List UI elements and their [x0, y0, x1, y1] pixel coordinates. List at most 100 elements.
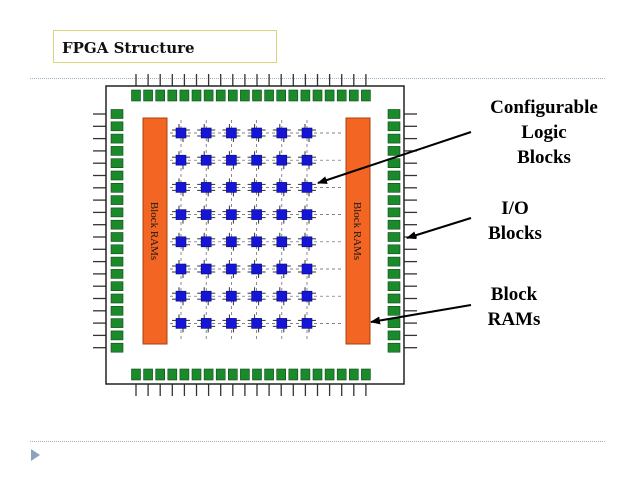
clb-block: [298, 124, 316, 142]
block-ram-right: [345, 117, 371, 345]
io-block-right: [387, 256, 401, 267]
io-block-left: [110, 158, 124, 168]
io-block-bottom: [167, 368, 178, 381]
clb-block: [247, 260, 266, 278]
clb-block: [298, 260, 316, 278]
clb-block: [172, 151, 190, 170]
block-ram-right-label: Block RAMs: [351, 202, 363, 260]
io-block-right: [387, 305, 401, 316]
clb-block: [272, 314, 291, 333]
block-ram-left-label: Block RAMs: [148, 202, 160, 260]
io-block-right: [387, 121, 401, 132]
io-block-top: [348, 89, 359, 102]
clb-block: [172, 287, 190, 306]
clb-block: [222, 260, 241, 278]
io-block-right: [387, 330, 401, 341]
io-block-bottom: [324, 368, 335, 381]
clb-block: [172, 260, 190, 278]
io-block-left: [110, 207, 124, 218]
io-block-bottom: [155, 368, 165, 381]
io-block-left: [110, 121, 124, 132]
io-block-bottom: [288, 368, 299, 381]
io-block-right: [387, 133, 401, 144]
io-block-left: [110, 269, 124, 279]
clb-block: [172, 232, 190, 251]
io-block-bottom: [348, 368, 359, 381]
slide-title: FPGA Structure: [62, 39, 195, 57]
io-block-bottom: [240, 368, 250, 381]
clb-block: [197, 151, 216, 170]
clb-block: [197, 260, 216, 278]
clb-block: [172, 205, 190, 224]
io-block-right: [387, 293, 401, 304]
clb-block: [222, 314, 241, 333]
io-block-left: [110, 244, 124, 255]
io-block-top: [228, 89, 238, 102]
io-block-bottom: [252, 368, 262, 381]
io-block-right: [387, 232, 401, 242]
io-block-left: [110, 342, 124, 353]
slide-title-box: FPGA Structure: [53, 30, 277, 63]
io-block-right: [387, 269, 401, 279]
io-block-right: [387, 195, 401, 205]
clb-block: [222, 178, 241, 197]
io-block-left: [110, 133, 124, 144]
clb-block: [172, 178, 190, 197]
clb-block: [298, 205, 316, 224]
io-block-top: [215, 89, 226, 102]
io-block-top: [252, 89, 262, 102]
io-block-bottom: [264, 368, 274, 381]
io-block-top: [131, 89, 141, 102]
io-block-right: [387, 219, 401, 230]
io-block-bottom: [300, 368, 311, 381]
io-block-bottom: [143, 368, 153, 381]
io-block-left: [110, 305, 124, 316]
clb-callout-line-2: Logic: [521, 122, 567, 143]
clb-block: [247, 287, 266, 306]
clb-block: [197, 287, 216, 306]
io-blocks: [110, 89, 401, 381]
io-block-top: [288, 89, 299, 102]
clb-block: [247, 178, 266, 197]
clb-array: [172, 124, 316, 333]
io-block-bottom: [131, 368, 141, 381]
clb-block: [298, 314, 316, 333]
io-block-bottom: [191, 368, 202, 381]
io-block-top: [276, 89, 287, 102]
clb-block: [247, 205, 266, 224]
io-block-top: [324, 89, 335, 102]
clb-callout-label: Configurable Logic Blocks: [481, 95, 607, 170]
io-block-top: [312, 89, 323, 102]
clb-block: [298, 232, 316, 251]
io-block-top: [264, 89, 274, 102]
bottom-divider: [30, 441, 605, 442]
io-block-top: [167, 89, 178, 102]
io-block-left: [110, 170, 124, 181]
clb-block: [172, 124, 190, 142]
io-block-right: [387, 183, 401, 193]
clb-block: [197, 314, 216, 333]
io-block-left: [110, 256, 124, 267]
io-block-right: [387, 281, 401, 292]
clb-block: [298, 151, 316, 170]
io-block-right: [387, 207, 401, 218]
clb-block: [272, 205, 291, 224]
io-callout-arrow: [406, 217, 472, 240]
io-block-bottom: [228, 368, 238, 381]
io-block-right: [387, 109, 401, 119]
io-block-bottom: [215, 368, 226, 381]
io-block-left: [110, 183, 124, 193]
io-block-top: [179, 89, 190, 102]
io-block-left: [110, 293, 124, 304]
clb-block: [298, 287, 316, 306]
io-callout-label: I/O Blocks: [482, 196, 548, 246]
clb-block: [272, 287, 291, 306]
block-ram-left: [142, 117, 168, 345]
io-block-bottom: [179, 368, 190, 381]
play-arrow-icon[interactable]: [31, 449, 40, 461]
io-block-top: [336, 89, 347, 102]
clb-block: [272, 232, 291, 251]
clb-block: [247, 314, 266, 333]
io-block-top: [240, 89, 250, 102]
clb-callout-line-1: Configurable: [490, 97, 598, 118]
